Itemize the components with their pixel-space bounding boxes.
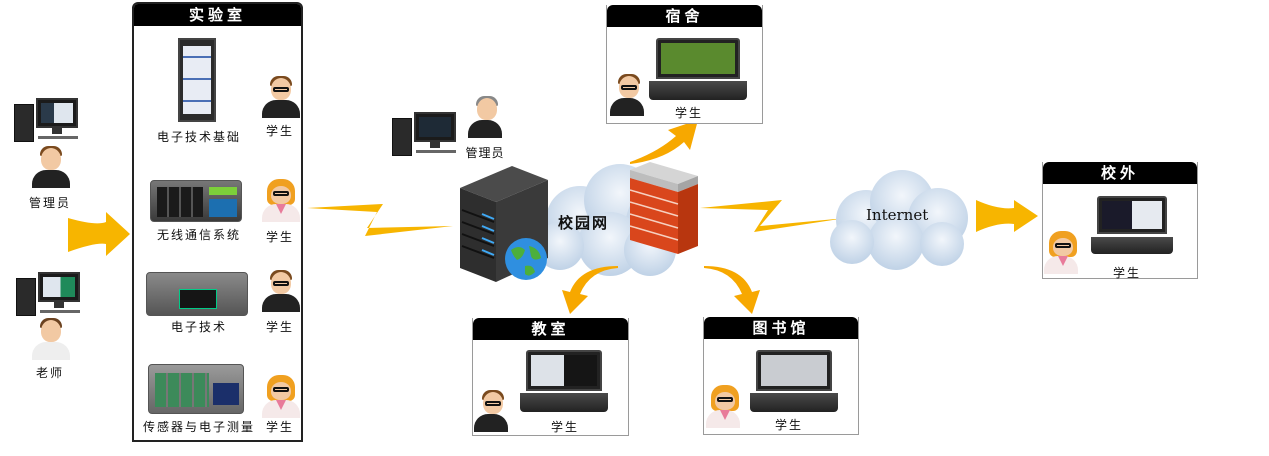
internet-label: Internet [866, 206, 929, 224]
teacher-label: 老师 [35, 366, 64, 380]
arrow-to-lab-icon [68, 212, 130, 256]
laptop-icon [1091, 196, 1173, 254]
admin-label: 管理员 [28, 196, 71, 210]
location-offcampus: 校外 [1042, 162, 1198, 279]
student-avatar [262, 76, 300, 118]
laptop-icon [649, 38, 747, 100]
student-avatar [262, 270, 300, 312]
student-avatar [262, 375, 300, 418]
internet-cloud-icon [830, 170, 968, 270]
lightning-link-icon [700, 200, 846, 232]
laptop-icon [749, 350, 839, 412]
server-admin-avatar [468, 96, 502, 138]
arrow-to-library-icon [704, 266, 760, 314]
student-avatar [706, 385, 740, 430]
campus-network-label: 校园网 [558, 214, 610, 232]
server-admin-label: 管理员 [465, 146, 505, 160]
student-label: 学生 [265, 124, 294, 138]
student-label: 学生 [265, 420, 294, 434]
firewall-icon [629, 162, 698, 254]
classroom-title: 教室 [473, 318, 628, 340]
admin-avatar [32, 146, 70, 188]
teacher-avatar [32, 318, 70, 360]
dorm-title: 宿舍 [607, 5, 762, 27]
teacher-computer [16, 272, 86, 316]
student-label: 学生 [774, 418, 803, 432]
wireless-device-icon [150, 180, 242, 222]
pc-tower-icon [14, 104, 34, 142]
student-label: 学生 [1112, 266, 1141, 280]
student-avatar [1044, 231, 1078, 276]
lab-device-label: 电子技术基础 [156, 130, 241, 144]
globe-icon [505, 238, 547, 280]
lab-device-label: 传感器与电子测量 [142, 420, 255, 434]
server-admin-computer [392, 112, 462, 156]
lightning-link-icon [307, 204, 453, 236]
student-avatar [474, 390, 508, 432]
student-label: 学生 [265, 230, 294, 244]
laptop-icon [519, 350, 609, 412]
student-label: 学生 [265, 320, 294, 334]
student-avatar [610, 74, 644, 116]
lab-device-label: 无线通信系统 [156, 228, 241, 242]
offcampus-title: 校外 [1043, 162, 1197, 184]
admin-computer [14, 98, 84, 142]
library-title: 图书馆 [704, 317, 858, 339]
arrow-to-classroom-icon [562, 266, 618, 314]
rack-device-icon [178, 38, 216, 122]
student-avatar [262, 179, 300, 222]
student-label: 学生 [674, 106, 703, 120]
sensor-device-icon [148, 364, 244, 414]
arrow-to-dorm-icon [630, 120, 698, 164]
lab-device-label: 电子技术 [170, 320, 227, 334]
lab-title: 实验室 [134, 4, 301, 26]
student-label: 学生 [550, 420, 579, 434]
monitor-icon [36, 98, 78, 128]
electronics-device-icon [146, 272, 248, 316]
arrow-to-offcampus-icon [976, 200, 1038, 232]
